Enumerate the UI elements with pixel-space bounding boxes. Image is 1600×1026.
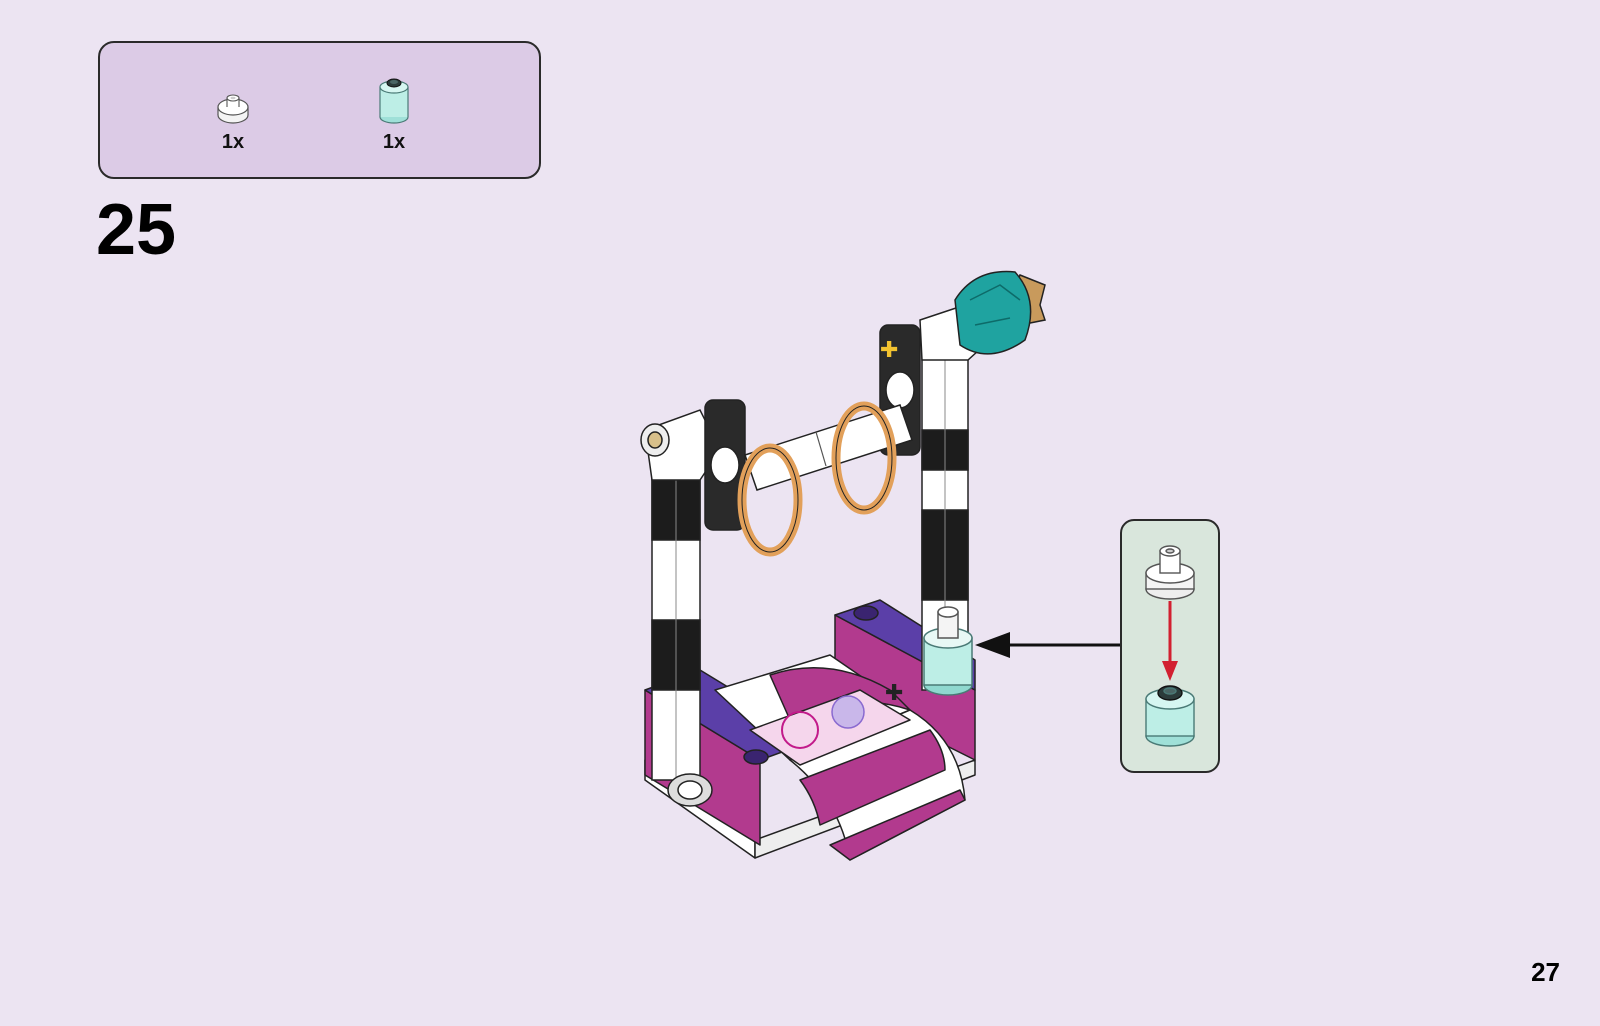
teal-flower — [955, 272, 1045, 354]
svg-text:✚: ✚ — [885, 681, 903, 706]
white-round-plate-icon — [1146, 546, 1194, 599]
subassembly-diagram — [1122, 521, 1218, 771]
svg-text:✚: ✚ — [880, 338, 898, 363]
page-number: 27 — [1531, 957, 1560, 988]
subassembly-callout — [1120, 519, 1220, 773]
cross-bar — [742, 405, 912, 552]
trans-round-brick-icon — [1146, 686, 1194, 746]
assembly-arrow — [975, 632, 1120, 658]
red-arrow-icon — [1162, 601, 1178, 681]
